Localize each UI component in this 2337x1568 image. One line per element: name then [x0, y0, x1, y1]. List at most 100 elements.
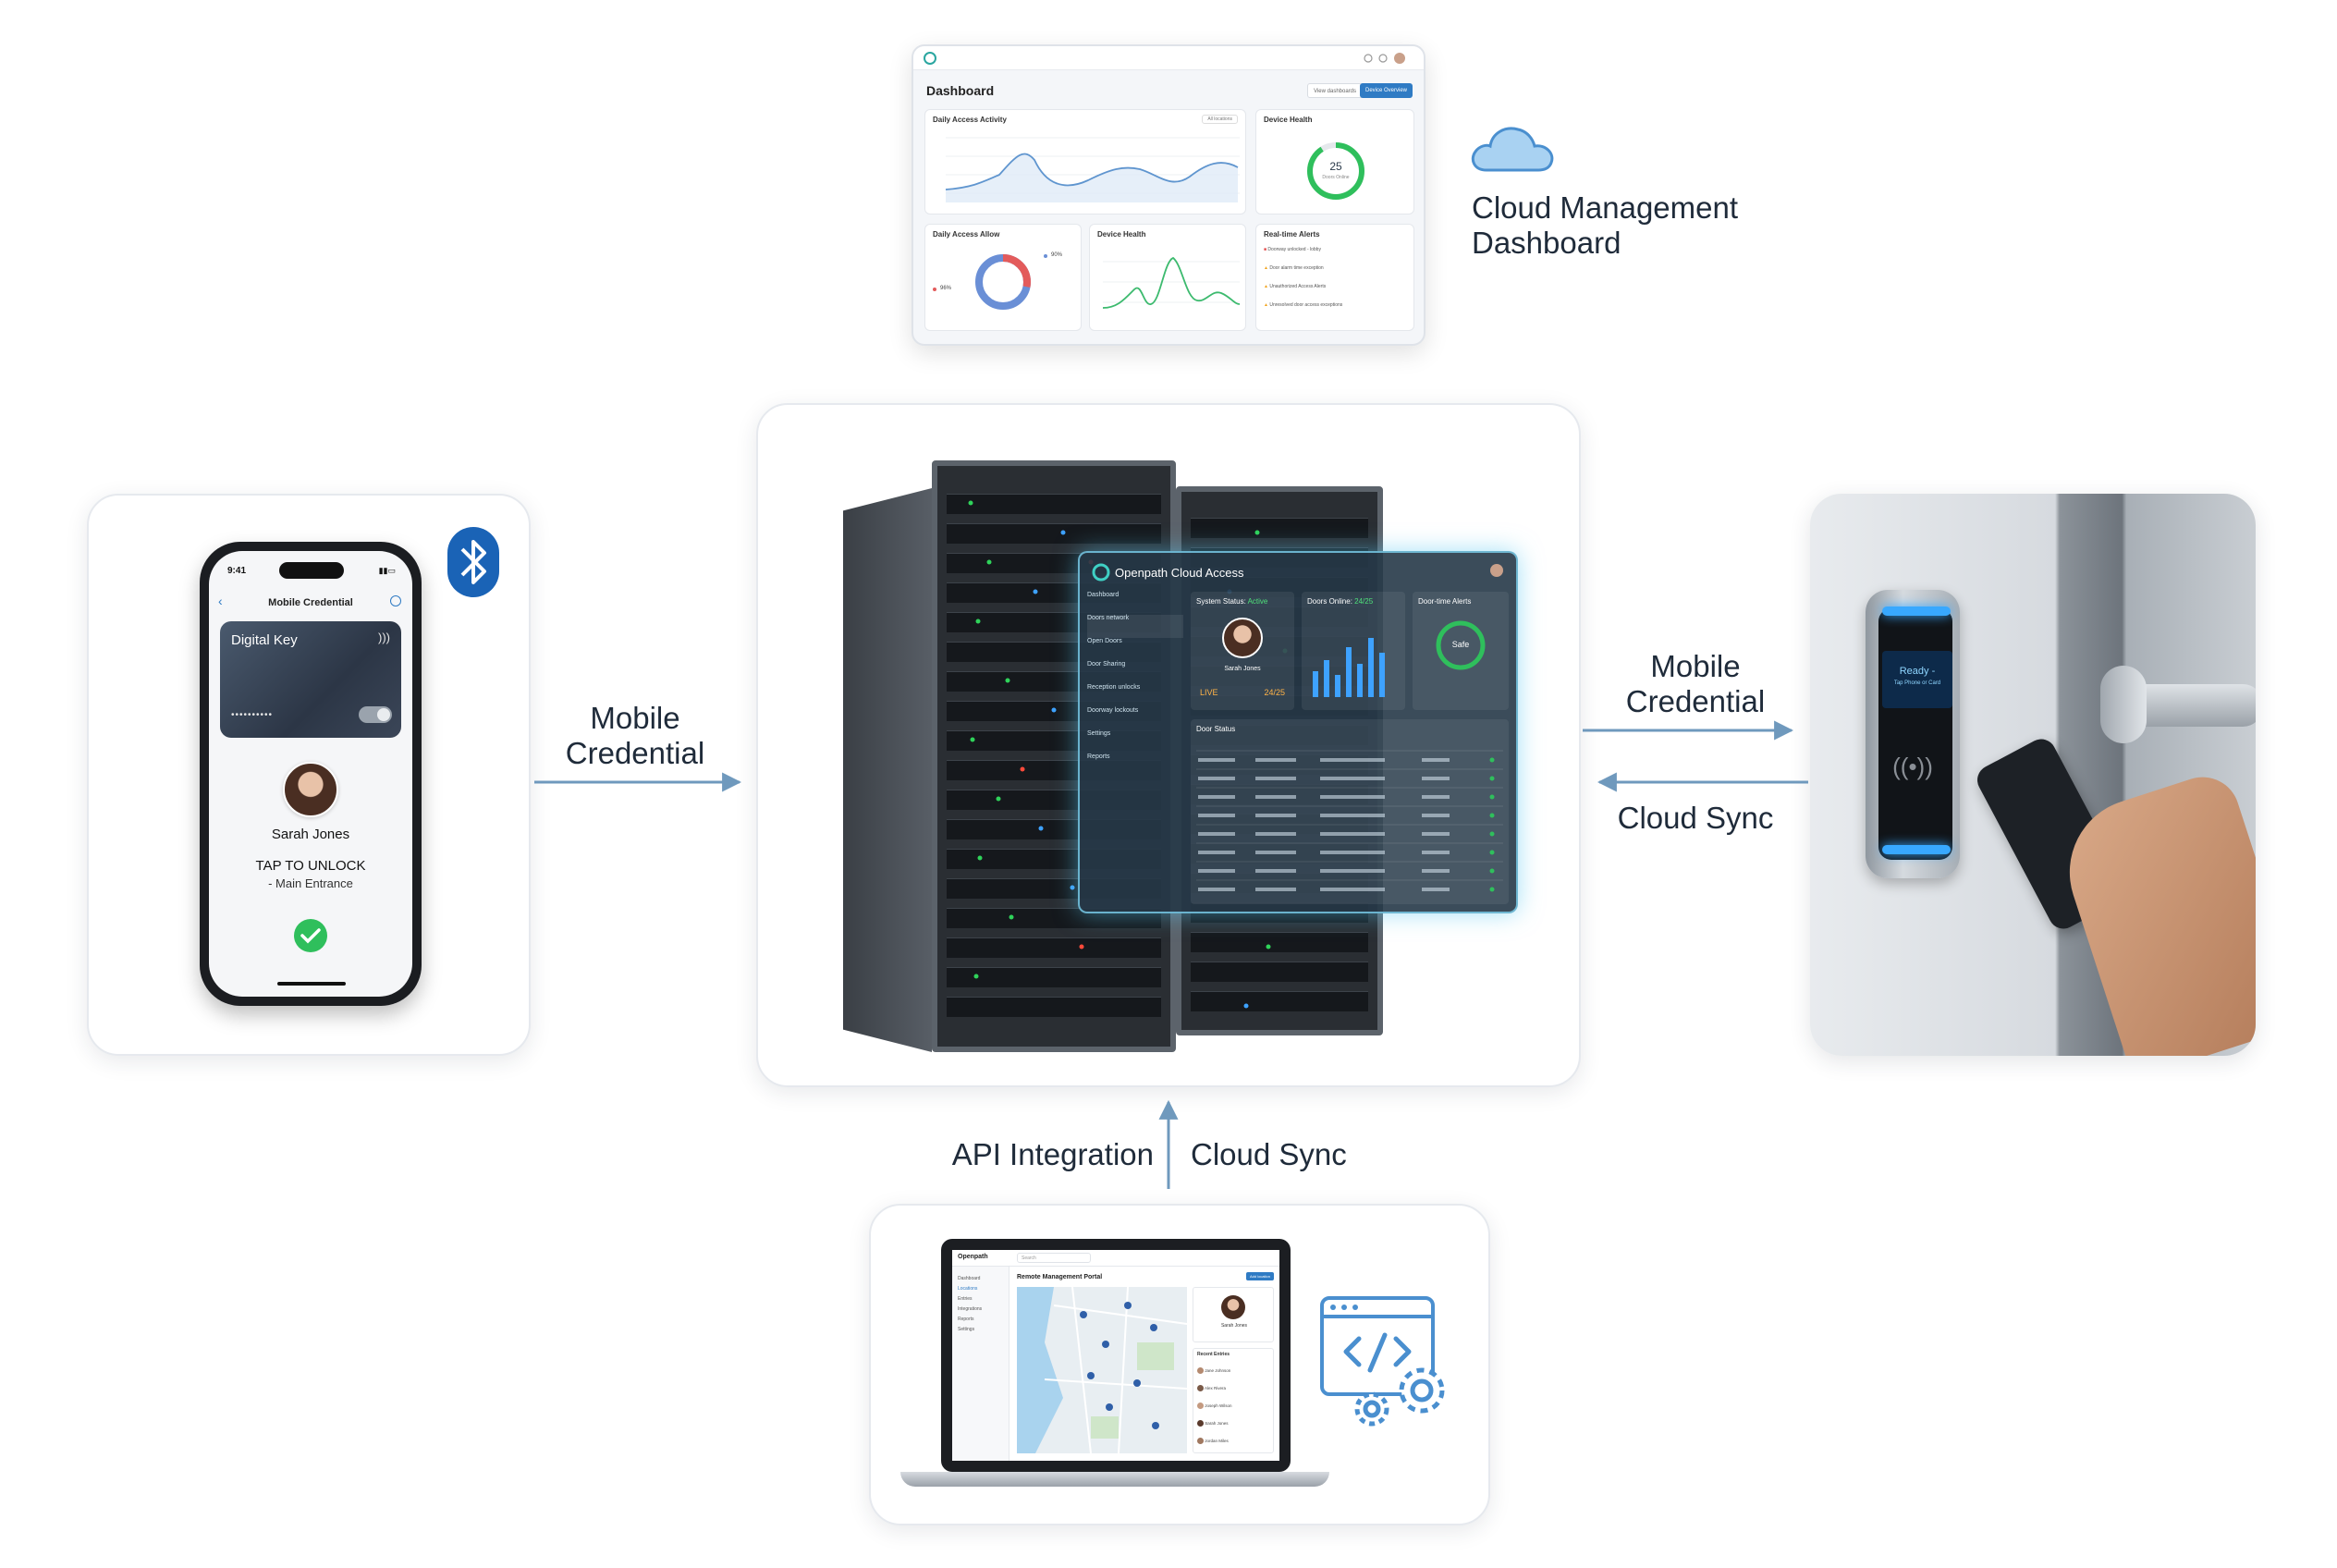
- daily-access-allow-panel: Daily Access Allow 90% 96%: [924, 224, 1082, 331]
- nav-item[interactable]: Reports: [958, 1317, 974, 1322]
- alert-item[interactable]: ▲ Unresolved door access exceptions: [1264, 302, 1343, 308]
- warning-icon: ▲: [1264, 284, 1268, 289]
- info-icon[interactable]: [390, 595, 401, 606]
- portal-topbar: [952, 1250, 1279, 1267]
- laptop: Openpath Search Dashboard Locations Entr…: [941, 1239, 1291, 1472]
- entries: Jane Johnson Alex Rivera Joseph Wilson S…: [1197, 1362, 1232, 1450]
- user-avatar: [1221, 1295, 1245, 1319]
- user-avatar: [1222, 618, 1263, 658]
- nav-item[interactable]: Locations: [958, 1286, 978, 1292]
- doors-online-bar-chart: [1313, 638, 1385, 697]
- activity-line-chart: [945, 137, 1240, 202]
- reader-hint: Tap Phone or Card: [1893, 680, 1941, 686]
- avatar[interactable]: [1394, 53, 1405, 64]
- reader-face: [1878, 608, 1952, 860]
- list-item[interactable]: Jordan Miles: [1197, 1432, 1232, 1450]
- location-filter-select[interactable]: All locations: [1202, 115, 1238, 124]
- list-title: Recent Entries: [1197, 1352, 1230, 1357]
- dynamic-island: [279, 562, 344, 579]
- location-map[interactable]: [1017, 1287, 1187, 1453]
- sidebar-item[interactable]: Doorway lockouts: [1087, 707, 1139, 714]
- sidebar-item[interactable]: Reception unlocks: [1087, 684, 1141, 691]
- reader-status: Ready -: [1899, 666, 1936, 677]
- system-status-panel: System Status: Active Sarah Jones LIVE 2…: [1191, 592, 1294, 710]
- list-item[interactable]: Sarah Jones: [1197, 1415, 1232, 1432]
- status-line: System Status: Active: [1196, 597, 1268, 606]
- panel-title: Daily Access Allow: [933, 230, 1000, 239]
- device-health-bottom-panel: Device Health: [1089, 224, 1246, 331]
- holo-app-title: Openpath Cloud Access: [1115, 566, 1244, 580]
- allow-left-value: 96%: [940, 286, 952, 291]
- portal-user-name: Sarah Jones: [1220, 1323, 1248, 1329]
- recent-entries-list: Recent Entries Jane Johnson Alex Rivera …: [1193, 1348, 1274, 1453]
- reader-to-server-label: Cloud Sync: [1617, 801, 1774, 835]
- list-item[interactable]: Joseph Wilson: [1197, 1397, 1232, 1415]
- door-status-rows: [1196, 750, 1503, 892]
- sidebar-item[interactable]: Doors network: [1087, 615, 1183, 638]
- list-item[interactable]: Jane Johnson: [1197, 1362, 1232, 1379]
- alerts-ring-label: Safe: [1451, 640, 1470, 649]
- sidebar-item[interactable]: Reports: [1087, 753, 1110, 760]
- door-reader-card: Ready - Tap Phone or Card ((•)): [1810, 494, 2256, 1056]
- app-logo-icon: [924, 52, 936, 65]
- card-reader-device: Ready - Tap Phone or Card ((•)): [1866, 590, 1960, 878]
- contactless-icon: ((•)): [1892, 753, 1933, 780]
- openpath-logo-icon: [1092, 563, 1110, 582]
- device-overview-button[interactable]: Device Overview: [1359, 83, 1413, 98]
- portal-search-input[interactable]: Search: [1017, 1253, 1091, 1263]
- avatar[interactable]: [1490, 564, 1503, 577]
- sidebar-item[interactable]: Door Sharing: [1087, 661, 1126, 668]
- unlock-location: - Main Entrance: [268, 876, 353, 890]
- user-card: Sarah Jones: [1193, 1287, 1274, 1342]
- cloud-dashboard-screenshot: Dashboard View dashboards Device Overvie…: [912, 44, 1425, 346]
- user-avatar: [283, 762, 338, 817]
- device-health-top-panel: Device Health 25 Doors Online: [1255, 109, 1414, 214]
- nav-item[interactable]: Dashboard: [958, 1276, 981, 1281]
- sidebar-item[interactable]: Open Doors: [1087, 638, 1122, 644]
- cloud-dashboard-label: Cloud Management Dashboard: [1472, 190, 1739, 260]
- doors-online-line: Doors Online: 24/25: [1307, 597, 1374, 606]
- check-circle-icon: [294, 919, 327, 952]
- device-health-line-chart: [1102, 256, 1241, 309]
- home-indicator: [277, 982, 346, 986]
- reader-display: Ready - Tap Phone or Card: [1882, 651, 1952, 708]
- list-item[interactable]: Alex Rivera: [1197, 1379, 1232, 1397]
- card-dots: ••••••••••: [231, 710, 274, 720]
- dashboard-topbar-icons: [924, 52, 1405, 65]
- panel-title: Real-time Alerts: [1264, 230, 1320, 239]
- sidebar-item[interactable]: Settings: [1087, 730, 1111, 737]
- sidebar-item[interactable]: Dashboard: [1087, 592, 1120, 598]
- nav-item[interactable]: Settings: [958, 1327, 975, 1332]
- nav-item[interactable]: Integrations: [958, 1306, 983, 1312]
- card-toggle[interactable]: [359, 706, 392, 723]
- status-time: 9:41: [227, 566, 247, 576]
- alert-item[interactable]: ■ Doorway unlocked - lobby: [1264, 247, 1321, 252]
- door-status-table: Door Status: [1191, 719, 1509, 904]
- phone-header: Mobile Credential: [268, 597, 353, 608]
- panel-title: Device Health: [1264, 116, 1313, 124]
- panel-title: Daily Access Activity: [933, 116, 1007, 124]
- user-name: Sarah Jones: [271, 827, 350, 842]
- search-icon[interactable]: [1364, 54, 1373, 63]
- portal-sidebar: Dashboard Locations Entries Integrations…: [952, 1267, 1009, 1461]
- warning-icon: ▲: [1264, 302, 1268, 308]
- smartphone: 9:41 ▮▮▭ ‹ Mobile Credential Digital Key…: [200, 542, 422, 1006]
- view-dashboards-button[interactable]: View dashboards: [1307, 83, 1363, 98]
- alerts-label: Door-time Alerts: [1418, 597, 1472, 606]
- nav-item[interactable]: Entries: [958, 1296, 973, 1302]
- alert-item[interactable]: ▲ Unauthorized Access Alerts: [1264, 284, 1327, 289]
- add-location-button[interactable]: Add location: [1245, 1272, 1274, 1280]
- reader-led-top: [1882, 606, 1951, 616]
- laptop-screen: Openpath Search Dashboard Locations Entr…: [952, 1250, 1279, 1461]
- gear-icon[interactable]: [1378, 54, 1388, 63]
- alert-item[interactable]: ▲ Door alarm time exception: [1264, 265, 1324, 271]
- back-arrow-icon[interactable]: ‹: [218, 594, 223, 608]
- nfc-icon: ))): [378, 631, 390, 644]
- stat-left: LIVE: [1200, 688, 1218, 697]
- phone-screen: 9:41 ▮▮▭ ‹ Mobile Credential Digital Key…: [209, 551, 412, 997]
- holographic-dashboard: Openpath Cloud Access Dashboard Doors ne…: [1078, 551, 1518, 913]
- device-health-gauge: [1307, 142, 1364, 200]
- access-donut-chart: [933, 254, 1047, 310]
- digital-key-card[interactable]: Digital Key ))) ••••••••••: [220, 621, 401, 738]
- cloud-sync-bottom-label: Cloud Sync: [1191, 1137, 1347, 1171]
